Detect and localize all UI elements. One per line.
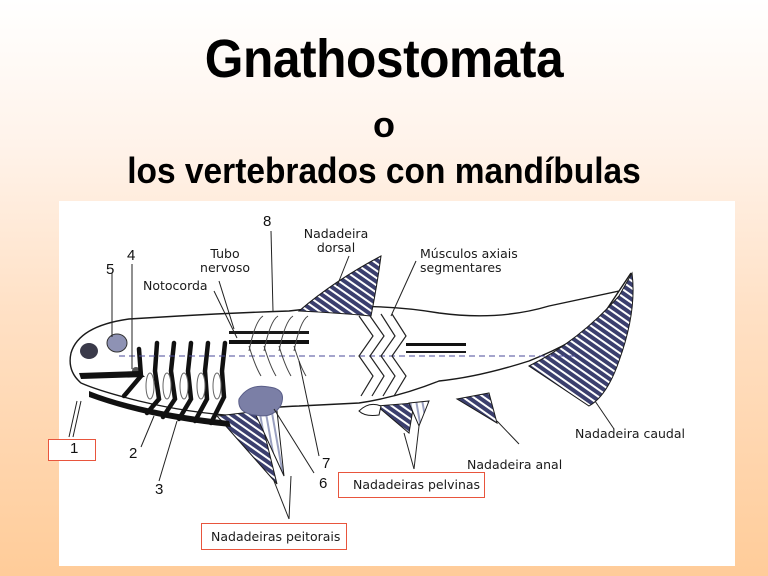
anal-fin [455, 392, 498, 425]
label-nadadeira-caudal: Nadadeira caudal [575, 426, 685, 441]
upper-jaw [79, 371, 145, 379]
slide-subtitle: los vertebrados con mandíbulas [127, 150, 641, 191]
slide-connector: o [373, 104, 395, 145]
label-notocorda: Notocorda [143, 278, 208, 293]
label-6: 6 [319, 475, 328, 492]
label-2: 2 [129, 445, 138, 462]
gill-arches [121, 340, 228, 426]
slide-title: Gnathostomata [204, 29, 564, 89]
leader-lines [68, 230, 615, 520]
label-7: 7 [322, 455, 331, 472]
label-8: 8 [263, 213, 272, 230]
label-nadadeira-anal: Nadadeira anal [467, 457, 563, 472]
label-nadadeiras-peitorais: Nadadeiras peitorais [211, 529, 341, 544]
callout-nadadeiras-peitorais: Nadadeiras peitorais [201, 523, 347, 550]
label-5: 5 [106, 261, 115, 278]
eye [80, 343, 98, 359]
brain [106, 333, 128, 353]
label-musculos-axiais: Músculos axiais segmentares [420, 246, 518, 275]
pelvic-fin-dark [375, 402, 415, 434]
axial-muscle-segments [358, 313, 407, 397]
label-tubo-nervoso: Tubo nervoso [200, 246, 250, 275]
heart-organ [238, 385, 283, 417]
shark-diagram-panel: 8 4 5 2 3 7 6 Tubo nervoso Notocorda Nad… [48, 201, 735, 566]
shark-anatomy-illustration [68, 230, 634, 520]
label-nadadeira-dorsal: Nadadeira dorsal [303, 226, 369, 255]
pelvic-fin-light [408, 400, 430, 428]
caudal-fin [528, 271, 634, 407]
label-1: 1 [70, 440, 79, 457]
dorsal-fin [297, 255, 382, 317]
callout-nadadeiras-pelvinas: Nadadeiras pelvinas [338, 472, 485, 498]
label-nadadeiras-pelvinas: Nadadeiras pelvinas [353, 477, 481, 492]
label-3: 3 [155, 481, 164, 498]
label-4: 4 [127, 247, 136, 264]
callout-1: 1 [48, 439, 96, 461]
vertebrae [248, 315, 309, 377]
